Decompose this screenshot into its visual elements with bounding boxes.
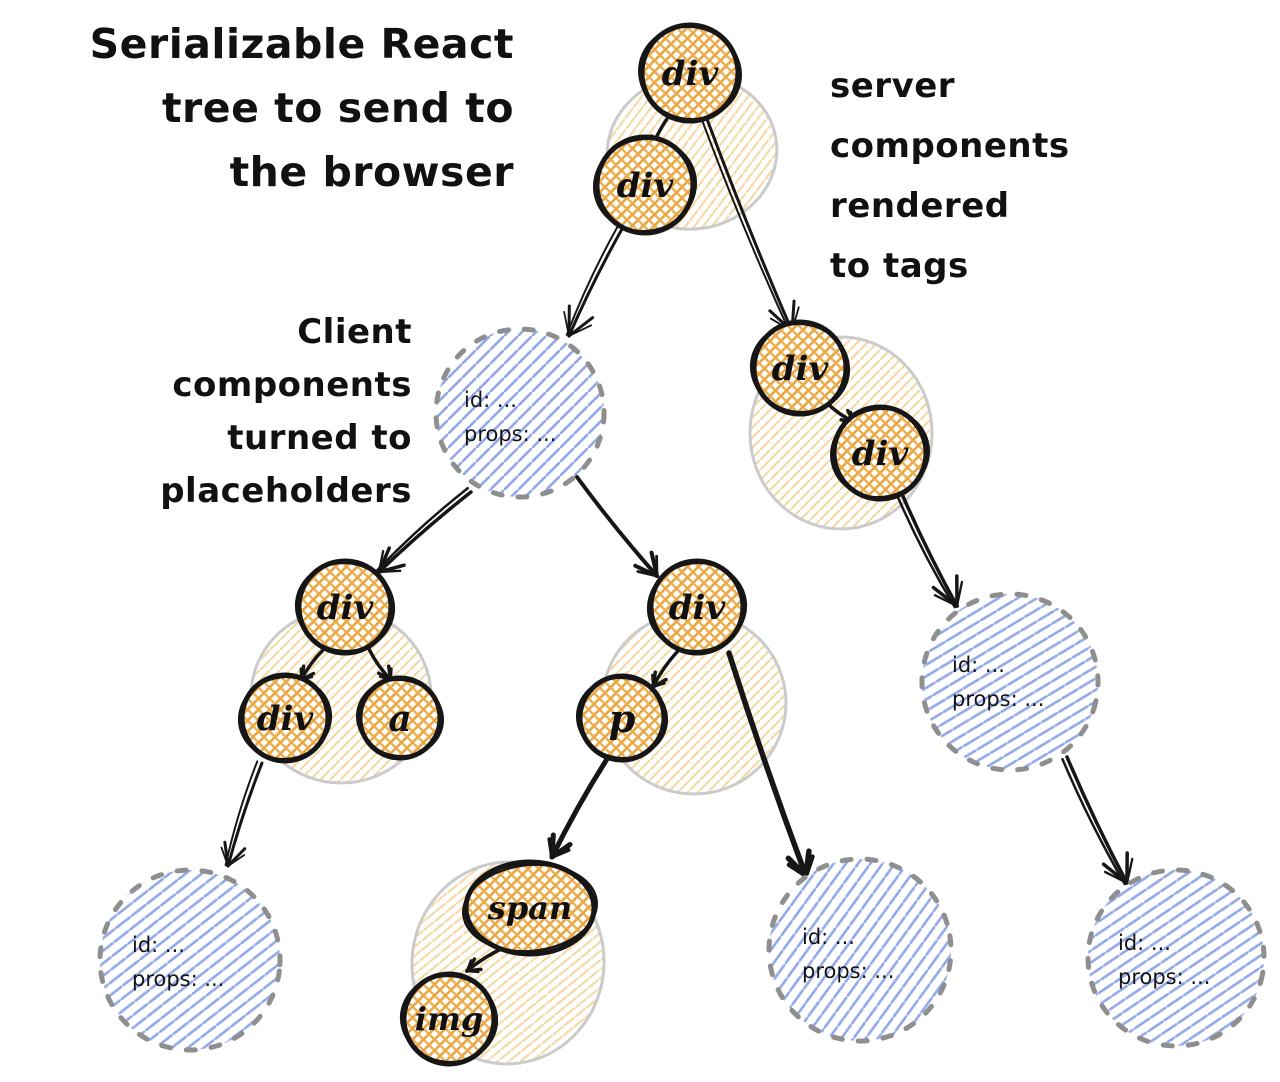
note-line: Client [297,312,412,352]
placeholder-props-text: props: ... [802,959,894,983]
server-components-note: server components rendered to tags [830,56,1110,296]
edge-placeholder-2-to-placeholder-5 [1061,755,1134,886]
placeholder-props-text: props: ... [1118,965,1210,989]
svg-text:id: ... props: ...: id: ... props: ... [1118,931,1210,989]
edge-placeholder-1-to-middle-div [575,475,659,578]
node-div-right-upper: div [749,319,851,417]
edge-right-lower-div-to-placeholder-2 [896,492,964,609]
svg-text:id: ... props: ...: id: ... props: ... [132,933,224,991]
node-paragraph: p [575,673,669,763]
placeholder-client-bottom-left: id: ... props: ... [97,867,283,1053]
node-label: a [388,698,411,740]
edge-child-div-to-placeholder-1 [563,225,624,338]
edge-middle-div-to-paragraph [651,650,679,689]
title-line: Serializable React [89,20,514,68]
placeholder-props-text: props: ... [952,687,1044,711]
node-label: span [487,889,572,927]
diagram-title: Serializable React tree to send to the b… [14,12,514,204]
edge-left-child-div-to-placeholder-3 [220,760,264,868]
placeholder-props-text: props: ... [132,967,224,991]
node-span: span [462,859,598,957]
placeholder-id-text: id: ... [802,925,855,949]
svg-text:id: ... props: ...: id: ... props: ... [952,653,1044,711]
node-div-left: div [294,558,396,656]
note-line: components [830,126,1070,166]
node-label: div [317,588,375,628]
placeholder-id-text: id: ... [464,388,517,412]
placeholder-client-bottom-middle: id: ... props: ... [766,856,954,1044]
placeholder-client-bottom-right: id: ... props: ... [1085,867,1267,1049]
note-line: server [830,66,956,106]
node-label: img [415,1000,483,1038]
node-div-server-child: div [592,134,698,236]
note-line: to tags [830,246,969,286]
svg-text:id: ... props: ...: id: ... props: ... [802,925,894,983]
placeholder-id-text: id: ... [132,933,185,957]
node-label: div [257,699,315,739]
node-div-middle: div [646,558,748,656]
title-line: the browser [229,148,514,196]
node-div-right-lower: div [830,404,930,502]
node-label: div [669,588,727,628]
edge-middle-div-to-placeholder-4 [726,650,815,879]
edge-placeholder-1-to-left-div [376,486,473,574]
client-components-note: Client components turned to placeholders [146,306,412,518]
placeholder-client-upper: id: ... props: ... [433,326,607,500]
node-label: div [617,166,675,206]
node-anchor: a [355,675,445,761]
node-label: p [609,696,636,741]
placeholder-client-right: id: ... props: ... [919,591,1101,773]
placeholder-id-text: id: ... [952,653,1005,677]
note-line: turned to [227,418,412,458]
note-line: placeholders [160,471,412,511]
svg-text:id: ... props: ...: id: ... props: ... [464,388,556,446]
placeholder-props-text: props: ... [464,422,556,446]
edge-paragraph-to-span [547,756,610,860]
node-img: img [399,971,499,1067]
node-div-root: div [638,22,742,124]
node-label: div [772,349,830,389]
node-label: div [852,434,910,474]
note-line: components [172,365,412,405]
node-div-left-child: div [237,672,333,764]
note-line: rendered [830,186,1010,226]
node-label: div [662,54,720,94]
placeholder-id-text: id: ... [1118,931,1171,955]
title-line: tree to send to [161,84,514,132]
